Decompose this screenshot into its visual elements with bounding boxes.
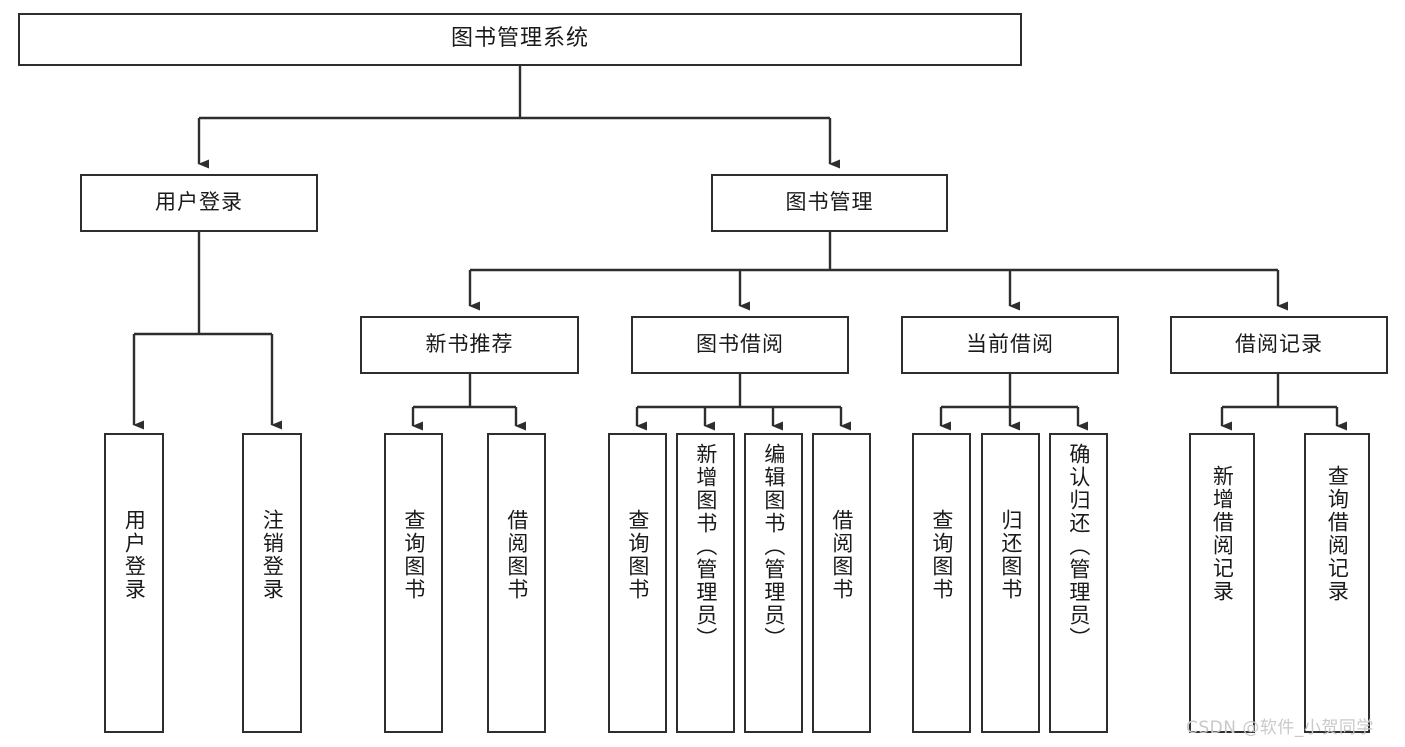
leaf-label: 确认归还（管理员） — [1066, 443, 1091, 650]
leaf-label: 新增图书（管理员） — [693, 443, 718, 650]
leaf-label: 编辑图书（管理员） — [761, 443, 786, 650]
leaf-label: 借阅图书 — [504, 509, 529, 601]
node-label: 借阅记录 — [1235, 332, 1323, 357]
node-label: 图书借阅 — [696, 332, 784, 357]
node-label: 图书管理系统 — [450, 26, 589, 52]
leaf-current-confirm-return-admin[interactable]: 确认归还（管理员） — [1049, 433, 1108, 733]
node-label: 当前借阅 — [966, 332, 1054, 357]
node-user-login[interactable]: 用户登录 — [80, 174, 318, 232]
node-borrow-record[interactable]: 借阅记录 — [1170, 316, 1388, 374]
node-root-system[interactable]: 图书管理系统 — [18, 13, 1022, 66]
leaf-borrow-borrow-book[interactable]: 借阅图书 — [812, 433, 871, 733]
node-label: 图书管理 — [785, 190, 874, 215]
node-current-borrow[interactable]: 当前借阅 — [901, 316, 1119, 374]
leaf-user-login-logout[interactable]: 注销登录 — [242, 433, 302, 733]
leaf-label: 查询图书 — [929, 509, 954, 601]
leaf-label: 借阅图书 — [829, 509, 854, 601]
node-label: 新书推荐 — [425, 332, 514, 357]
node-label: 用户登录 — [155, 190, 243, 215]
leaf-record-query-record[interactable]: 查询借阅记录 — [1304, 433, 1370, 733]
node-book-management[interactable]: 图书管理 — [711, 174, 948, 232]
leaf-user-login-login[interactable]: 用户登录 — [104, 433, 164, 733]
leaf-record-add-record[interactable]: 新增借阅记录 — [1189, 433, 1255, 733]
watermark-csdn: CSDN @软件_小贺同学 — [1186, 718, 1374, 738]
leaf-label: 查询图书 — [401, 509, 426, 601]
leaf-borrow-add-book-admin[interactable]: 新增图书（管理员） — [676, 433, 735, 733]
leaf-recommend-query-book[interactable]: 查询图书 — [384, 433, 443, 733]
node-new-book-recommend[interactable]: 新书推荐 — [360, 316, 579, 374]
leaf-label: 归还图书 — [998, 509, 1023, 601]
leaf-recommend-borrow-book[interactable]: 借阅图书 — [487, 433, 546, 733]
leaf-borrow-edit-book-admin[interactable]: 编辑图书（管理员） — [744, 433, 803, 733]
leaf-label: 注销登录 — [260, 509, 285, 601]
leaf-label: 查询图书 — [625, 509, 650, 601]
leaf-label: 查询借阅记录 — [1325, 465, 1350, 603]
leaf-label: 新增借阅记录 — [1210, 465, 1235, 603]
leaf-label: 用户登录 — [122, 509, 147, 601]
node-book-borrow[interactable]: 图书借阅 — [631, 316, 849, 374]
leaf-current-return-book[interactable]: 归还图书 — [981, 433, 1040, 733]
leaf-current-query-book[interactable]: 查询图书 — [912, 433, 971, 733]
leaf-borrow-query-book[interactable]: 查询图书 — [608, 433, 667, 733]
